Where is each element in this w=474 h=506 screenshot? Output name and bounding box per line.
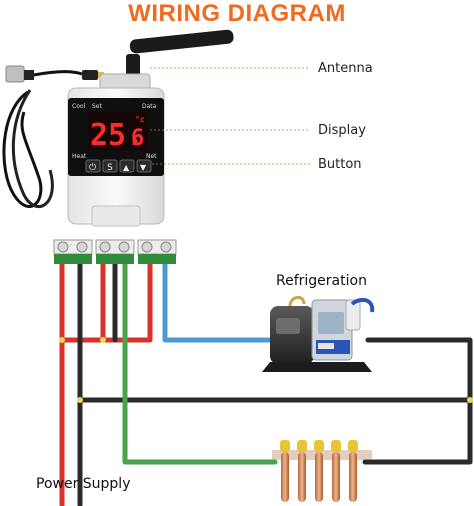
display-reading: 25. (90, 118, 144, 153)
data-label: Data (142, 103, 157, 110)
set-button[interactable]: S (102, 159, 118, 173)
neutral-wire (77, 253, 473, 506)
heater-return-wire (362, 397, 473, 465)
refrigeration-label: Refrigeration (276, 273, 367, 289)
heater-element (280, 440, 290, 502)
page-title: WIRING DIAGRAM (128, 0, 346, 27)
set-button-label: S (107, 163, 113, 173)
power-button[interactable]: ⏻ (85, 159, 101, 173)
ground-wire (122, 253, 278, 465)
down-button[interactable]: ▼ (136, 159, 152, 173)
terminal-block-1 (53, 239, 93, 264)
up-arrow-icon: ▲ (123, 163, 130, 172)
terminal-block-2-body (96, 254, 134, 264)
antenna-callout: Antenna (318, 61, 373, 76)
terminal-block-3-body (138, 254, 176, 264)
power-icon: ⏻ (89, 162, 96, 173)
heater-element (331, 440, 341, 502)
live-wire (59, 253, 153, 506)
wires (59, 253, 473, 506)
controller-device (67, 29, 234, 227)
display-window (88, 112, 148, 150)
heater-element (348, 440, 358, 502)
panel-labels: Cool Set Data Heat Net (72, 103, 157, 160)
button-row: ⏻ S ▲ ▼ (85, 159, 152, 173)
cool-label: Cool (72, 103, 86, 110)
temperature-display: 25. 6 °c (90, 115, 145, 153)
display-callout: Display (318, 123, 366, 138)
heat-label: Heat (72, 153, 87, 160)
temperature-probe (2, 65, 104, 208)
heater-element (314, 440, 324, 502)
set-label: Set (92, 103, 103, 110)
terminal-block-2 (95, 239, 135, 264)
terminal-block-3 (137, 239, 177, 264)
heater-elements (272, 440, 372, 502)
junction-dots (59, 337, 473, 403)
down-arrow-icon: ▼ (140, 163, 147, 172)
heater-element (297, 440, 307, 502)
sensor-wire (162, 253, 273, 343)
display-decimal: 6 (131, 126, 144, 151)
terminal-blocks (53, 239, 177, 264)
callout-lines (150, 67, 310, 165)
net-label: Net (146, 153, 157, 160)
refrigeration-unit (262, 296, 375, 372)
display-unit: °c (135, 115, 145, 124)
button-callout: Button (318, 157, 362, 172)
terminal-block-1-body (54, 254, 92, 264)
up-button[interactable]: ▲ (119, 159, 135, 173)
power-supply-label: Power Supply (36, 476, 131, 492)
